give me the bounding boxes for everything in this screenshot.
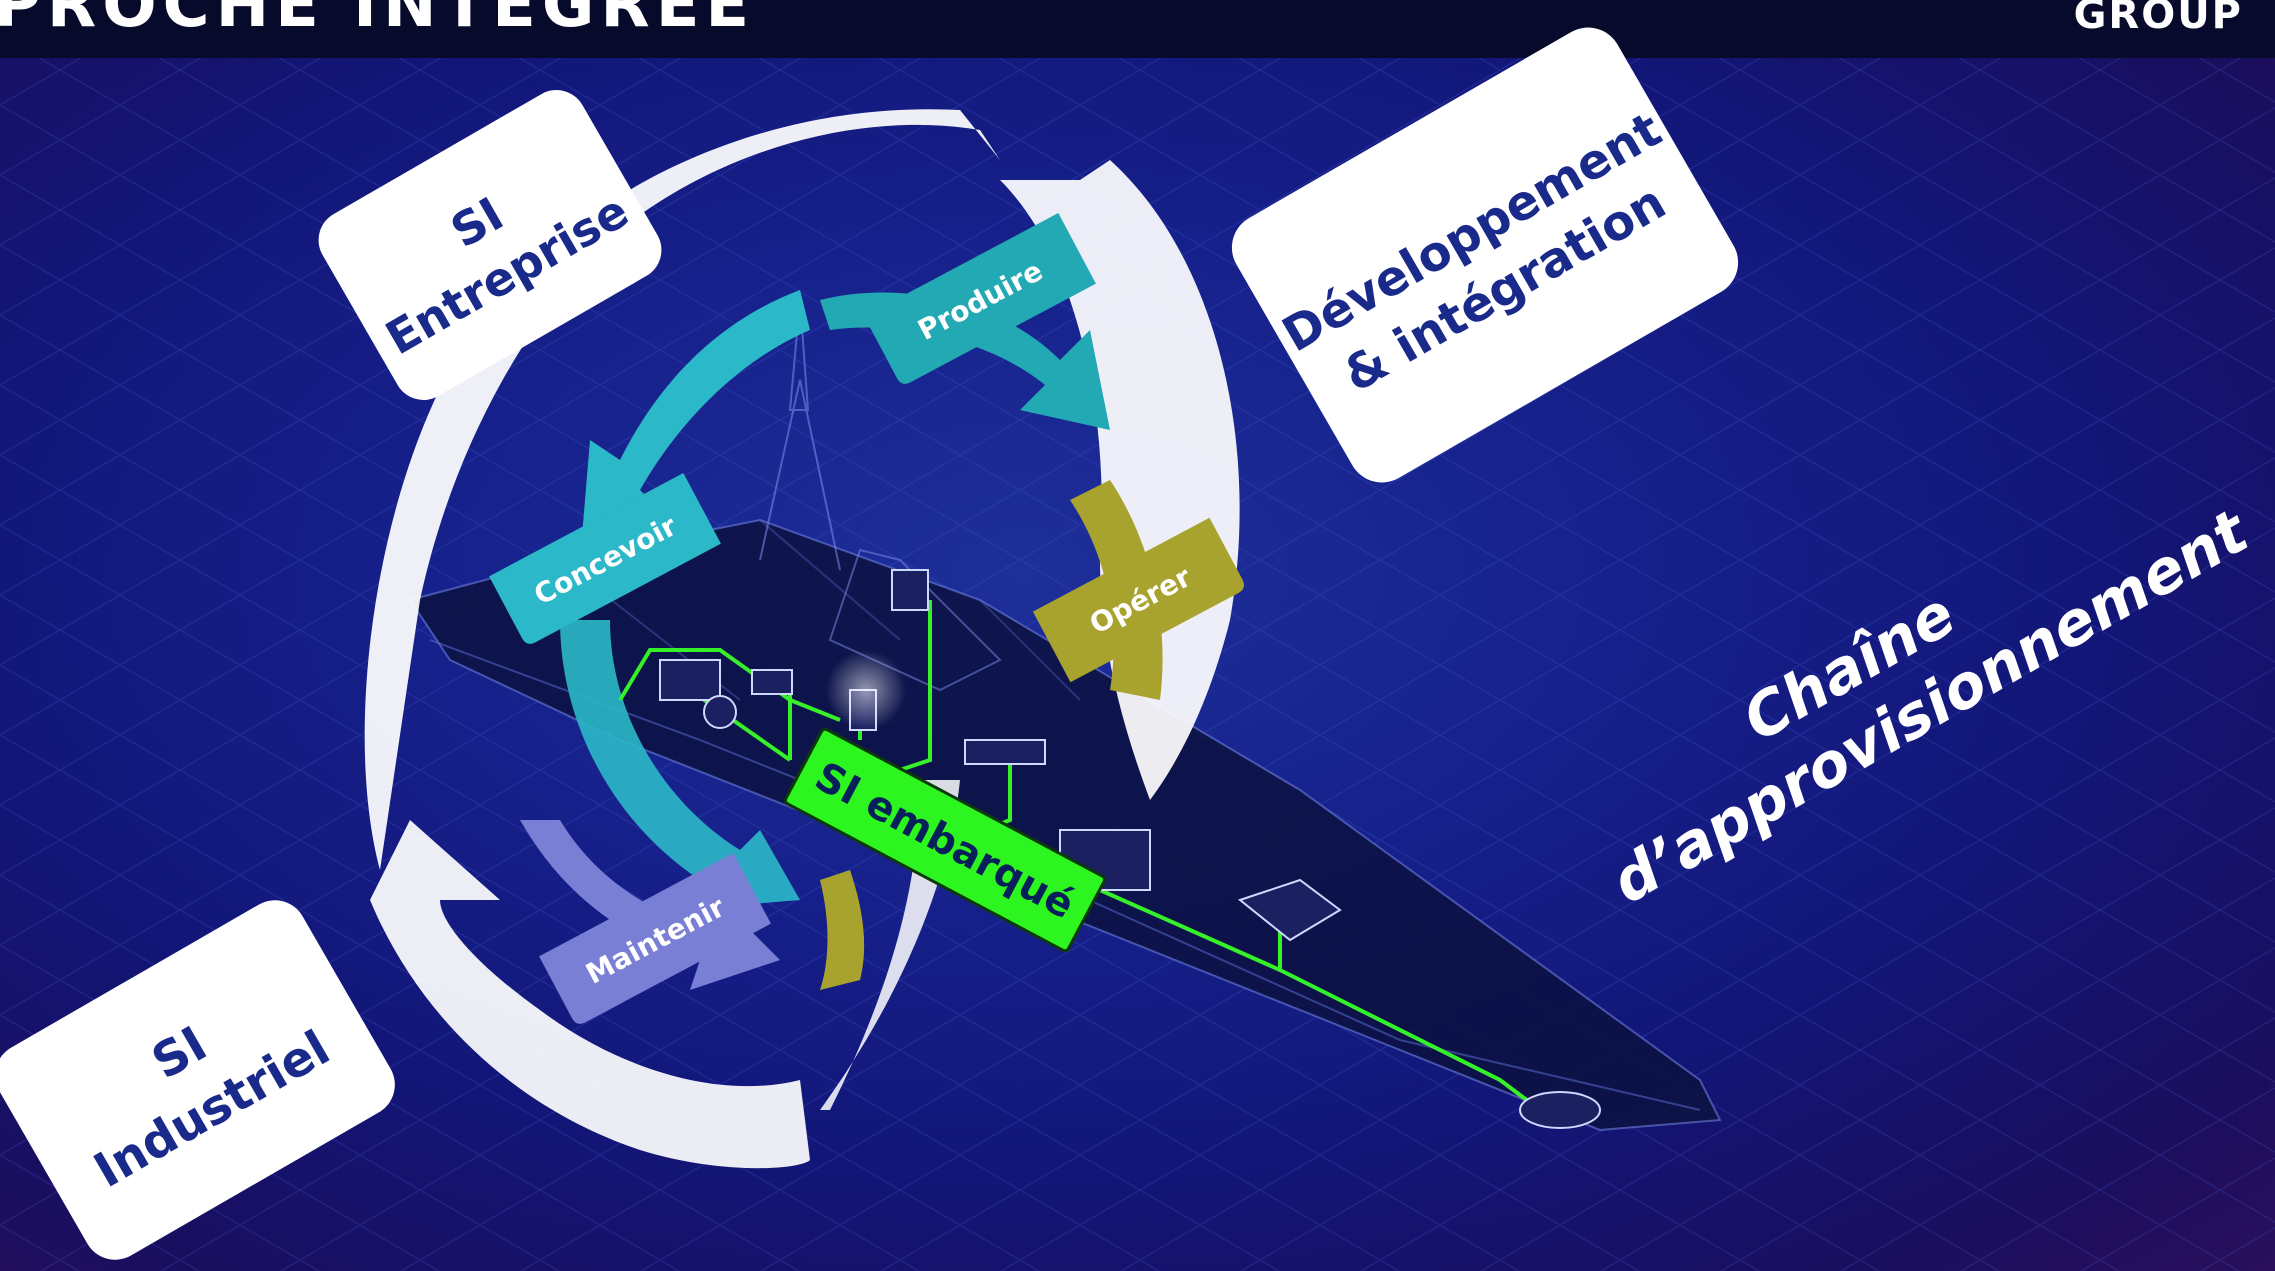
header-bar: PROCHE INTÉGRÉE GROUP (0, 0, 2275, 58)
supply-chain-line2: d’approvisionnement (1600, 496, 2261, 918)
card-si-industriel (0, 900, 395, 1260)
phase-concevoir-tag (489, 473, 721, 644)
cylinder-icon (891, 569, 929, 611)
panel-icon (964, 739, 1046, 765)
motor-icon (703, 695, 737, 729)
beacon-glow (826, 650, 906, 730)
turret-icon (1237, 878, 1342, 942)
phase-produire-tag (864, 213, 1096, 384)
card-developpement-integration (1231, 27, 1739, 483)
phase-maintenir-tag (539, 853, 771, 1024)
card-si-entreprise (318, 90, 662, 400)
brand-logo-text: GROUP (2073, 0, 2243, 38)
box-icon (751, 669, 793, 695)
sonar-icon (1519, 1091, 1601, 1129)
si-embarque-box (783, 727, 1107, 953)
engine-icon (659, 659, 721, 701)
page-title: PROCHE INTÉGRÉE (0, 0, 756, 42)
phase-operer-tag (1032, 517, 1244, 683)
